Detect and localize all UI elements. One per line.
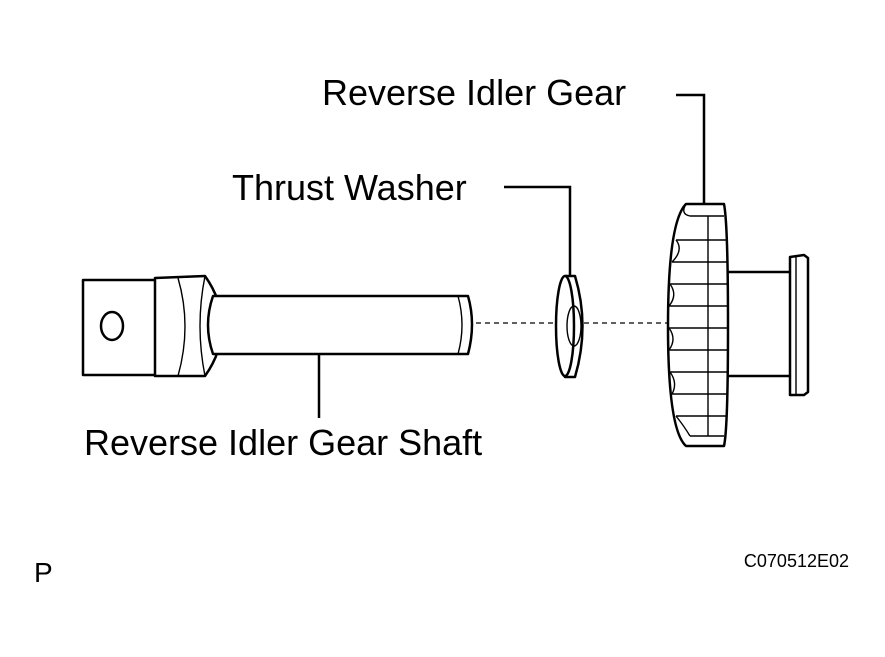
thrust-washer: [554, 274, 584, 379]
label-thrust-washer: Thrust Washer: [232, 167, 467, 208]
leader-reverse-idler-gear: [676, 93, 706, 204]
leader-thrust-washer: [504, 185, 572, 276]
reverse-idler-gear-shaft: [81, 274, 474, 378]
corner-mark: P: [34, 557, 53, 588]
figure-code: C070512E02: [744, 551, 849, 571]
label-reverse-idler-gear: Reverse Idler Gear: [322, 72, 626, 113]
label-reverse-idler-gear-shaft: Reverse Idler Gear Shaft: [84, 422, 482, 463]
reverse-idler-gear: [666, 202, 810, 448]
